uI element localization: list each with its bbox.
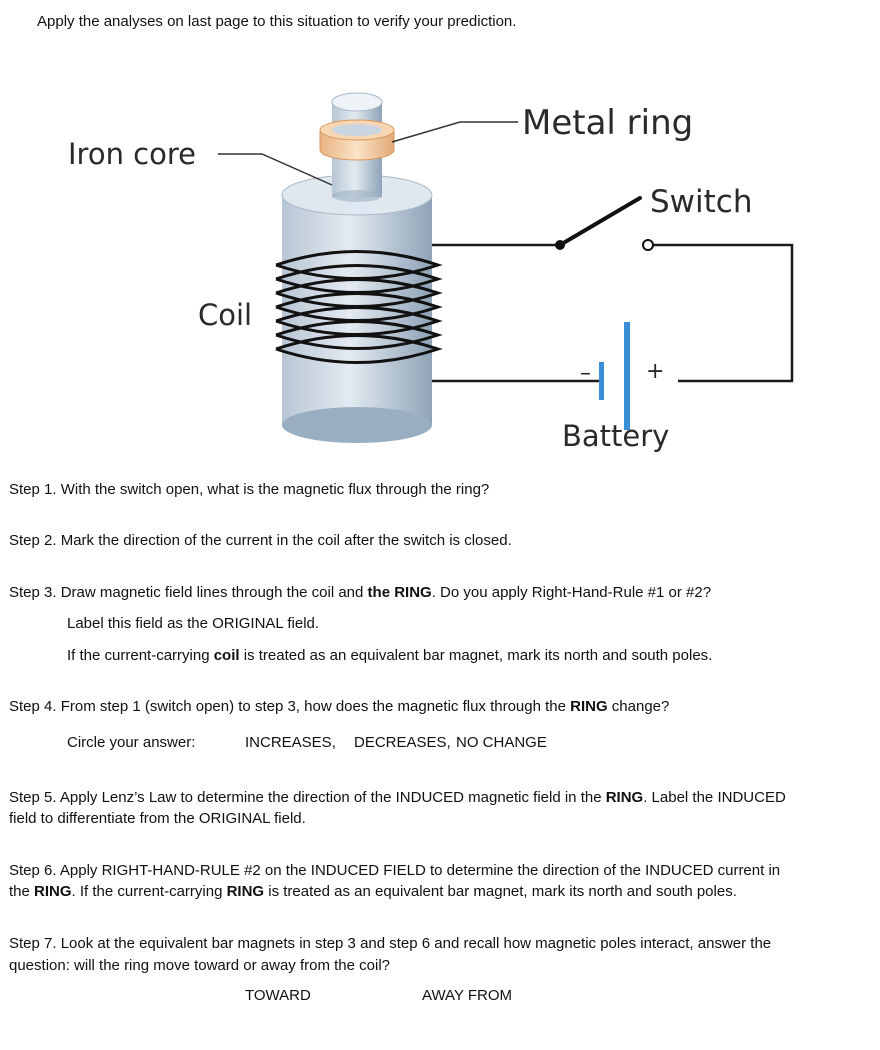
- instruction-text: Apply the analyses on last page to this …: [37, 13, 517, 30]
- coil-windings: [275, 250, 443, 364]
- step-1-text: Step 1. With the switch open, what is th…: [9, 481, 490, 498]
- option-no-change[interactable]: NO CHANGE: [456, 734, 547, 751]
- step-4-part-a: Step 4. From step 1 (switch open) to ste…: [9, 698, 571, 715]
- step-3-sub-2: If the current-carrying coil is treated …: [67, 645, 860, 666]
- coil-label: Coil: [198, 298, 252, 332]
- metal-ring-label: Metal ring: [522, 103, 693, 143]
- step-3-text: Step 3. Draw magnetic field lines throug…: [9, 582, 860, 603]
- step-3-sub-1: Label this field as the ORIGINAL field.: [67, 615, 320, 632]
- plus-sign: +: [646, 359, 664, 384]
- electromagnet-figure: Iron core Metal ring Switch Coil Battery…: [68, 92, 794, 453]
- step-7-line-2: question: will the ring move toward or a…: [9, 957, 391, 974]
- step-4-part-c: change?: [607, 698, 670, 715]
- switch-label: Switch: [650, 184, 753, 220]
- step-3-part-c: . Do you apply Right-Hand-Rule #1 or #2?: [431, 584, 712, 601]
- step-6-line-2: the RING. If the current-carrying RING i…: [9, 881, 860, 902]
- switch-symbol: [555, 196, 654, 251]
- step-5-text: Step 5. Apply Lenz’s Law to determine th…: [9, 787, 860, 808]
- step-6-ring-bold-1: RING: [34, 883, 72, 900]
- option-away-from[interactable]: AWAY FROM: [422, 987, 512, 1004]
- step-3-part-a: Step 3. Draw magnetic field lines throug…: [9, 584, 368, 601]
- minus-sign: –: [580, 361, 591, 386]
- battery-symbol: [599, 322, 630, 430]
- step-5-line-2: field to differentiate from the ORIGINAL…: [9, 810, 306, 827]
- option-toward[interactable]: TOWARD: [245, 987, 311, 1004]
- step-5-ring-bold: RING: [605, 789, 644, 806]
- step-4-text: Step 4. From step 1 (switch open) to ste…: [9, 696, 860, 717]
- circle-answer-label: Circle your answer:: [67, 734, 196, 751]
- step-5-part-a: Step 5. Apply Lenz’s Law to determine th…: [9, 789, 606, 806]
- step-6-b1: the: [9, 883, 35, 900]
- battery-label: Battery: [562, 419, 669, 453]
- step-2-text: Step 2. Mark the direction of the curren…: [9, 532, 512, 549]
- step-3-coil-bold: coil: [213, 647, 240, 664]
- step-3-sub-2-a: If the current-carrying: [67, 647, 214, 664]
- leader-lines: [218, 121, 518, 186]
- step-6-b5: is treated as an equivalent bar magnet, …: [264, 883, 737, 900]
- metal-ring: [319, 119, 395, 161]
- step-7-text: Step 7. Look at the equivalent bar magne…: [9, 935, 772, 952]
- step-5-part-c: . Label the INDUCED: [643, 789, 786, 806]
- iron-core-label: Iron core: [68, 137, 196, 171]
- option-decreases[interactable]: DECREASES,: [354, 734, 451, 751]
- step-6-b3: . If the current-carrying: [71, 883, 227, 900]
- step-6-ring-bold-2: RING: [226, 883, 265, 900]
- circuit-wires: [432, 243, 794, 383]
- step-6-text: Step 6. Apply RIGHT-HAND-RULE #2 on the …: [9, 862, 781, 879]
- option-increases[interactable]: INCREASES,: [245, 734, 336, 751]
- step-3-ring-bold: the RING: [367, 584, 432, 601]
- step-3-sub-2-c: is treated as an equivalent bar magnet, …: [239, 647, 713, 664]
- iron-core-body: [281, 174, 433, 443]
- step-4-ring-bold: RING: [570, 698, 608, 715]
